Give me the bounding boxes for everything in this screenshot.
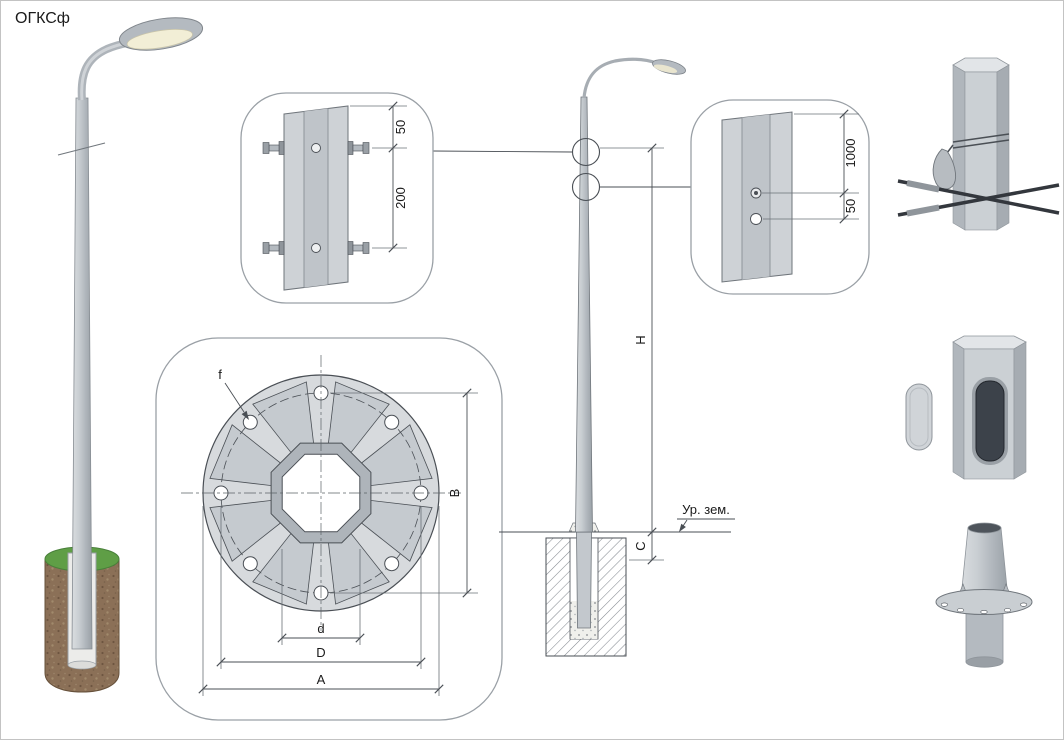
dim-label-d: d xyxy=(317,621,324,636)
lamp-head xyxy=(118,17,204,51)
pole-3d-render xyxy=(44,17,204,693)
hatch-pole-top-face xyxy=(952,335,1027,350)
dim-label-200: 200 xyxy=(393,187,408,209)
clamp-bolt-left-upper xyxy=(262,141,285,155)
elevation-pole-arm xyxy=(582,57,659,99)
pole-arm xyxy=(77,37,142,101)
hatch-pole-left-facet xyxy=(952,341,965,480)
clamp-bolt-right-lower xyxy=(347,241,370,255)
dim-label-50: 50 xyxy=(393,120,408,134)
dim-label-f: f xyxy=(218,367,222,382)
clamp-detail-callout: 50 200 xyxy=(240,92,434,304)
hatch-opening xyxy=(975,380,1005,462)
detail-circle-lower xyxy=(571,172,601,202)
hatch-cover xyxy=(905,383,933,451)
cable-suspension-3d xyxy=(897,57,1060,231)
pole-column-right-facet xyxy=(996,64,1010,231)
dim-label-H: H xyxy=(633,335,648,344)
hatch-opening-rim xyxy=(972,377,1008,465)
dimension-d: d xyxy=(277,549,365,645)
cable-sleeve-1 xyxy=(906,180,940,193)
dim-label-1000: 1000 xyxy=(843,139,858,168)
dimension-H: H xyxy=(600,143,664,537)
dim-label-A: A xyxy=(317,672,326,687)
break-mark xyxy=(57,142,106,156)
clamp-bolt-right-upper xyxy=(347,141,370,155)
dimension-B: B xyxy=(330,388,478,598)
clamp-bolt-left-lower xyxy=(262,241,285,255)
dim-label-D: D xyxy=(316,645,325,660)
dimension-D: D xyxy=(216,506,426,669)
pole-shaft xyxy=(71,97,93,650)
dimension-A: A xyxy=(198,506,444,696)
flange-base-3d xyxy=(935,522,1033,668)
flange-detail-callout: f B d D A xyxy=(155,337,503,721)
dim-label-50-right: 50 xyxy=(843,199,858,213)
mount-bolt xyxy=(750,187,762,199)
callout-leader-line-left xyxy=(432,150,573,153)
pole-band xyxy=(283,105,349,291)
dimension-C: C xyxy=(629,532,664,565)
embedded-pole xyxy=(576,531,592,629)
holes-detail-callout: 1000 50 xyxy=(690,99,870,295)
cable-sleeve-2 xyxy=(906,204,940,217)
pole-sleeve-bottom xyxy=(67,660,97,670)
flange-bolt-holes-3d xyxy=(940,602,1028,614)
wedge-clamp xyxy=(932,148,957,190)
clamp-dimensions: 50 200 xyxy=(350,101,408,253)
hole-diameter-leader: f xyxy=(218,367,249,420)
holes-dimensions: 1000 50 xyxy=(762,109,859,224)
cone-top-opening xyxy=(967,522,1002,534)
dim-label-C: C xyxy=(633,541,648,550)
detail-circle-upper xyxy=(571,137,601,167)
hatch-pole-right-facet xyxy=(1013,341,1027,480)
ground-level-label: Ур. зем. xyxy=(677,502,735,532)
base-tube-bottom xyxy=(965,656,1004,668)
dim-label-B: B xyxy=(447,489,462,498)
access-hatch-3d xyxy=(905,335,1027,480)
pole-column-front xyxy=(964,71,998,231)
mount-hole xyxy=(750,213,762,225)
pole-elevation-view: H C Ур. зем. xyxy=(499,57,735,657)
foundation-section xyxy=(545,522,627,657)
cone-shaft xyxy=(960,527,1009,599)
elevation-lamp-head xyxy=(652,59,686,75)
ground-level-text: Ур. зем. xyxy=(682,502,730,517)
page-title: ОГКСф xyxy=(15,10,70,27)
